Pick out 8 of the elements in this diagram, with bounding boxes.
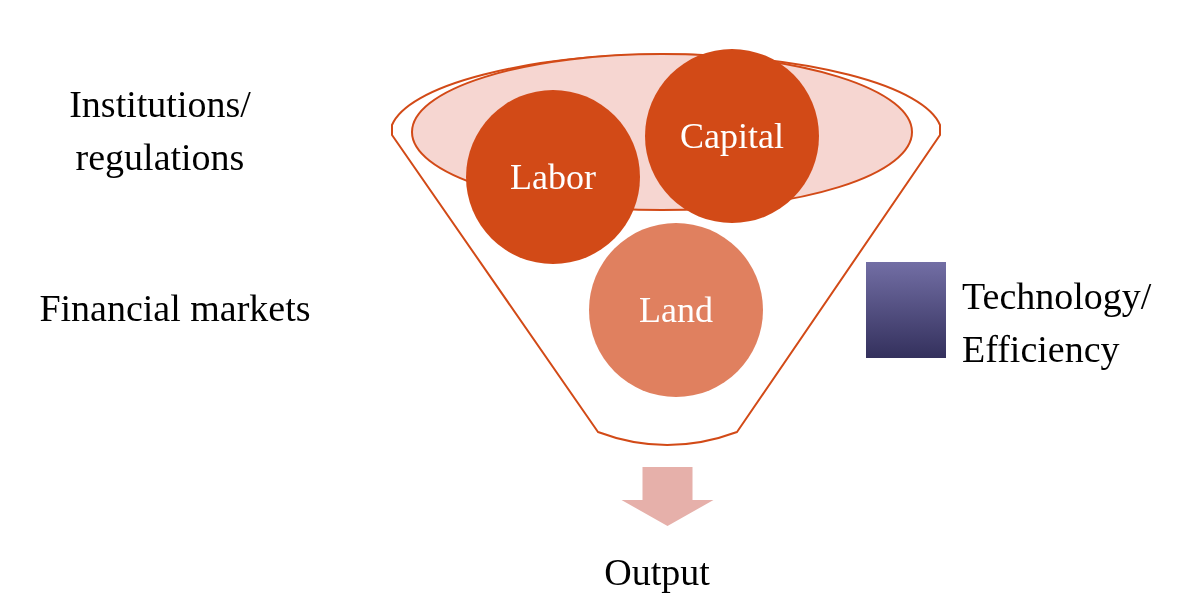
circle-label: Land [639, 289, 713, 332]
factor-label: Institutions/ regulations [68, 82, 252, 181]
output-label: Output [604, 549, 710, 595]
legend-label: Technology/ Efficiency [962, 274, 1153, 373]
block-arrow [621, 467, 714, 526]
factor-label: Financial markets [38, 286, 312, 331]
circle-label: Capital [680, 115, 784, 158]
circle-label: Labor [510, 156, 596, 199]
